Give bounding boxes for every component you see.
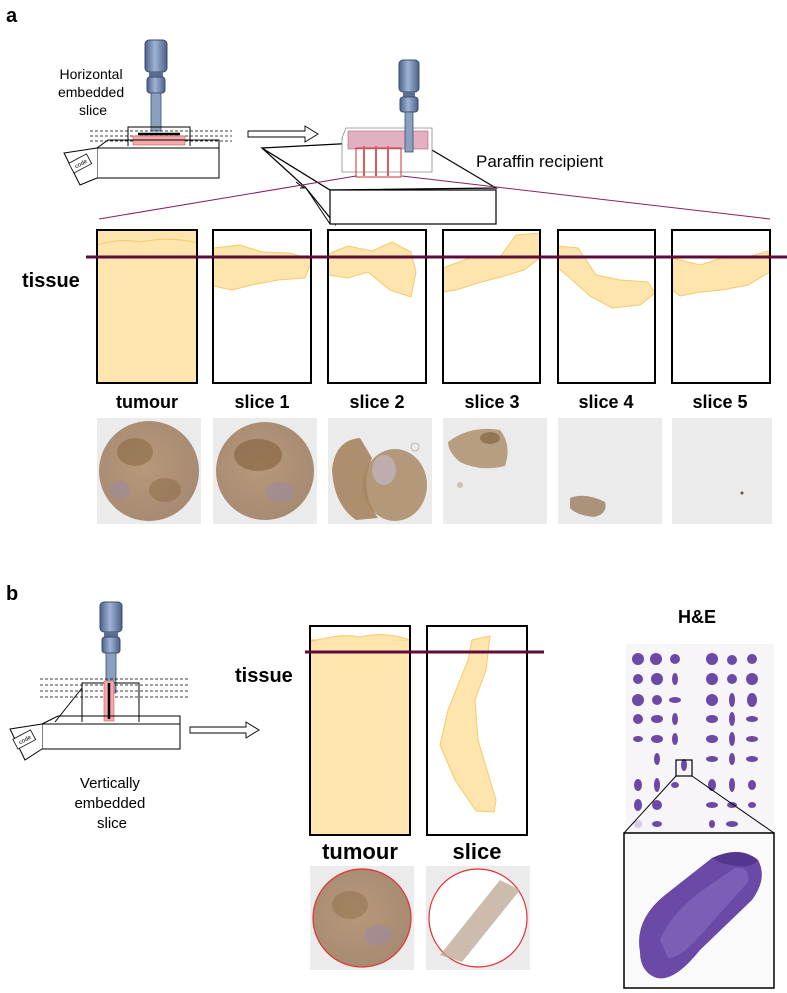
sections-a: [96, 229, 771, 384]
caption-a-line-2: embedded: [58, 84, 124, 100]
section-slice-3: [442, 229, 541, 384]
apparatus-caption-b: Vertically embedded slice: [74, 775, 149, 832]
zoom-line-left: [98, 175, 357, 220]
section-label-slice-5: slice 5: [692, 392, 747, 412]
block-tag-a: code: [74, 159, 89, 171]
section-slice-4: [557, 229, 656, 384]
ihc-image-b-slice: [426, 866, 530, 970]
section-label-tumour: tumour: [116, 392, 178, 412]
zoom-line-right: [401, 175, 771, 220]
he-zoom-detail: [623, 832, 775, 989]
sections-b: [309, 625, 528, 836]
section-b-slice: [426, 625, 528, 836]
he-zoom-line-right: [691, 775, 775, 834]
panel-a-label: a: [6, 5, 18, 27]
caption-b-line-2: embedded: [74, 795, 145, 812]
ihc-image-slice-2: [328, 418, 432, 524]
section-label-b-slice: slice: [453, 839, 502, 864]
ihc-image-b-tumour: [310, 866, 414, 970]
stain-label: H&E: [678, 607, 716, 627]
caption-a-line-3: slice: [79, 102, 107, 118]
block-tag-b: code: [18, 735, 33, 747]
he-zoom-line-left: [623, 775, 677, 834]
section-slice-2: [327, 229, 427, 384]
transfer-arrow-a: [247, 125, 319, 143]
transfer-arrow-b: [189, 721, 260, 739]
horizontal-apparatus: code: [63, 39, 232, 186]
tissue-label-a: tissue: [22, 270, 80, 292]
caption-a-line-1: Horizontal: [60, 66, 123, 82]
section-label-slice-3: slice 3: [464, 392, 519, 412]
section-slice-5: [671, 229, 771, 384]
apparatus-caption-a: Horizontal embedded slice: [58, 66, 128, 118]
section-tumour: [96, 229, 198, 384]
section-label-slice-2: slice 2: [349, 392, 404, 412]
section-b-tumour: [309, 625, 411, 836]
panel-b-label: b: [6, 583, 18, 605]
ihc-image-slice-5: [672, 418, 772, 524]
he-slide-overview: [626, 644, 774, 834]
tissue-label-b: tissue: [235, 665, 293, 687]
vertical-apparatus: code: [9, 601, 188, 761]
section-label-slice-4: slice 4: [578, 392, 633, 412]
section-label-b-tumour: tumour: [322, 839, 398, 864]
recipient-label: Paraffin recipient: [476, 152, 604, 171]
section-slice-1: [212, 229, 313, 384]
ihc-image-tumour: [97, 418, 201, 524]
paraffin-recipient: [260, 59, 499, 227]
ihc-image-slice-3: [443, 418, 547, 524]
ihc-image-slice-4: [558, 418, 662, 524]
caption-b-line-1: Vertically: [80, 775, 141, 792]
ihc-image-slice-1: [213, 418, 317, 524]
caption-b-line-3: slice: [97, 815, 127, 832]
section-label-slice-1: slice 1: [234, 392, 289, 412]
